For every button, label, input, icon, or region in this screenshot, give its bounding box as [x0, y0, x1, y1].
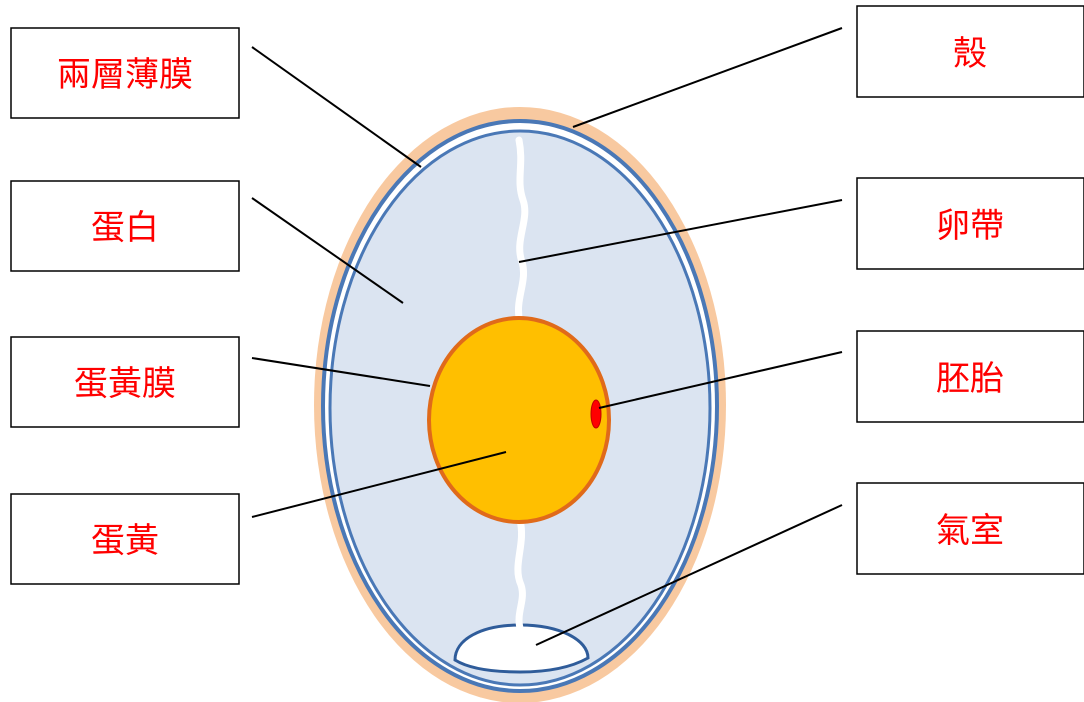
label-shell: 殼: [953, 34, 987, 74]
label-box-chalaza: 卵帶: [856, 177, 1084, 270]
leader-yolk: [251, 451, 507, 518]
label-box-membranes: 兩層薄膜: [10, 27, 240, 119]
leader-embryo: [598, 351, 843, 409]
chalaza-top: [515, 136, 529, 326]
label-box-air-cell: 氣室: [856, 482, 1084, 575]
label-box-embryo: 胚胎: [856, 330, 1084, 423]
leader-shell: [572, 27, 843, 128]
label-albumen: 蛋白: [91, 208, 159, 248]
label-air-cell: 氣室: [936, 511, 1004, 551]
label-membranes: 兩層薄膜: [57, 55, 193, 95]
leader-albumen: [251, 197, 404, 304]
chalaza-bottom: [514, 516, 526, 632]
label-box-yolk: 蛋黃: [10, 493, 240, 585]
leader-membranes: [251, 46, 422, 168]
embryo: [590, 399, 602, 429]
label-embryo: 胚胎: [936, 359, 1004, 399]
yolk: [427, 316, 611, 524]
label-box-vitelline-membrane: 蛋黃膜: [10, 336, 240, 428]
label-box-shell: 殼: [856, 5, 1084, 98]
label-yolk: 蛋黃: [91, 521, 159, 561]
leader-air-cell: [535, 504, 843, 646]
label-box-albumen: 蛋白: [10, 180, 240, 272]
label-vitelline-membrane: 蛋黃膜: [74, 364, 176, 404]
leader-vitelline-membrane: [251, 357, 431, 387]
label-chalaza: 卵帶: [936, 206, 1004, 246]
leader-chalaza: [518, 199, 843, 263]
